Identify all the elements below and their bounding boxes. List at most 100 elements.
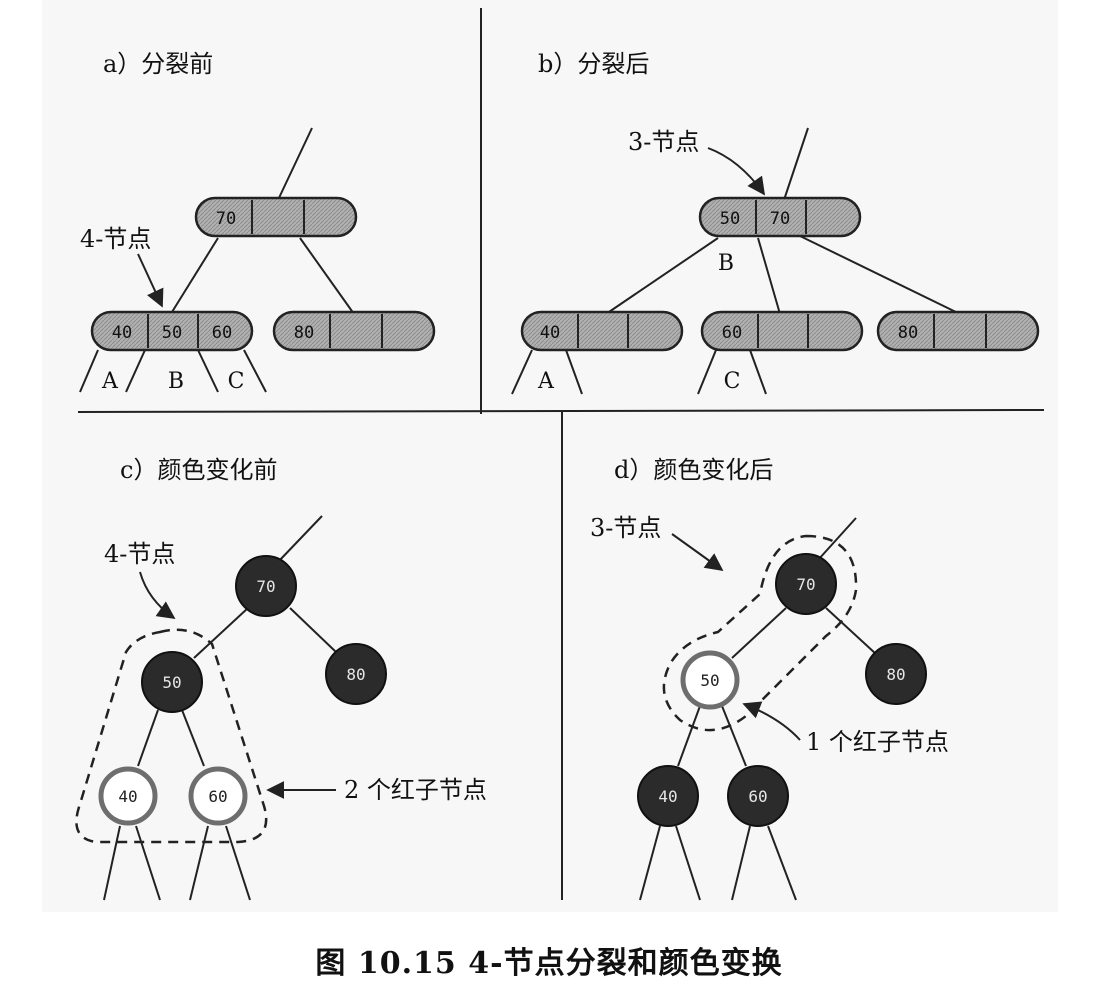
edge xyxy=(565,349,583,395)
edge xyxy=(639,825,661,901)
edge xyxy=(225,825,251,901)
edge xyxy=(79,349,99,393)
figure-background xyxy=(42,0,1058,912)
node-c-60 xyxy=(188,766,248,826)
arrow-4node xyxy=(139,571,176,620)
arrow-3node xyxy=(707,147,766,196)
edge xyxy=(783,127,809,201)
edge xyxy=(825,607,877,655)
key-40: 40 xyxy=(112,323,132,343)
edge xyxy=(731,825,751,901)
dashed-outline-3node xyxy=(662,534,858,732)
edge xyxy=(277,127,313,201)
label-3node: 3-节点 xyxy=(590,514,661,542)
panel-c-title: c）颜色变化前 xyxy=(120,456,277,484)
key-50: 50 xyxy=(720,209,740,229)
panel-a-title: a）分裂前 xyxy=(103,50,213,78)
node-d-80-label: 80 xyxy=(886,665,905,684)
figure-caption: 图 10.15 4-节点分裂和颜色变换 xyxy=(315,946,783,981)
edge xyxy=(605,237,719,315)
arrow-3node xyxy=(671,533,724,572)
node-d-50 xyxy=(680,650,740,710)
node-c-50 xyxy=(141,651,203,713)
key-50: 50 xyxy=(162,323,182,343)
label-red-children: 2 个红子节点 xyxy=(344,776,487,804)
key-40: 40 xyxy=(540,323,560,343)
edge xyxy=(243,349,267,393)
edge xyxy=(135,825,161,901)
node-b-root: 50 70 xyxy=(698,196,862,238)
label-3node: 3-节点 xyxy=(628,128,699,156)
label-red-child: 1 个红子节点 xyxy=(806,728,949,756)
node-c-50-label: 50 xyxy=(162,673,181,692)
node-d-40 xyxy=(637,765,699,827)
edge xyxy=(277,515,323,563)
node-d-80 xyxy=(865,643,927,705)
panel-b: b）分裂后 50 70 B 40 60 xyxy=(511,50,1040,395)
subtree-label-C: C xyxy=(228,369,245,394)
edge xyxy=(675,825,701,901)
panel-a: a）分裂前 70 40 50 60 80 xyxy=(79,50,436,394)
edge xyxy=(289,607,337,653)
node-c-70 xyxy=(235,555,297,617)
label-4node: 4-节点 xyxy=(80,225,151,253)
edge xyxy=(125,349,146,393)
key-70: 70 xyxy=(770,209,790,229)
key-60: 60 xyxy=(212,323,232,343)
panel-c: c）颜色变化前 70 80 50 40 60 4-节点 2 个红子节点 xyxy=(75,456,487,901)
panel-b-title: b）分裂后 xyxy=(538,50,649,78)
edge xyxy=(197,349,219,393)
edge xyxy=(697,349,717,395)
key-80: 80 xyxy=(294,323,314,343)
label-B: B xyxy=(718,251,734,276)
node-b-mid: 60 xyxy=(700,310,864,352)
node-c-40 xyxy=(98,766,158,826)
edge xyxy=(171,237,219,313)
node-b-left: 40 xyxy=(520,310,684,352)
arrow-red-child xyxy=(742,701,801,741)
node-b-right: 80 xyxy=(876,310,1040,352)
node-c-80 xyxy=(325,643,387,705)
node-c-80-label: 80 xyxy=(346,665,365,684)
node-d-70 xyxy=(775,553,837,615)
node-d-50-label: 50 xyxy=(700,671,719,690)
edge xyxy=(511,349,533,395)
edge xyxy=(181,709,205,767)
dashed-outline-4node xyxy=(75,628,268,844)
panel-d-title: d）颜色变化后 xyxy=(614,456,773,484)
node-c-40-label: 40 xyxy=(118,787,137,806)
key-70: 70 xyxy=(216,209,236,229)
edge xyxy=(799,235,961,315)
node-c-60-label: 60 xyxy=(208,787,227,806)
edge xyxy=(721,705,747,767)
node-d-60-label: 60 xyxy=(748,787,767,806)
subtree-label-C: C xyxy=(724,369,741,394)
panel-d: d）颜色变化后 70 80 50 40 60 3-节点 1 个红子节点 xyxy=(590,456,949,901)
edge xyxy=(749,349,767,395)
edge xyxy=(731,607,787,659)
edge xyxy=(677,705,701,767)
edge xyxy=(299,237,355,315)
subtree-label-A: A xyxy=(537,369,555,394)
node-c-70-label: 70 xyxy=(256,577,275,596)
subtree-label-B: B xyxy=(168,369,184,394)
label-4node: 4-节点 xyxy=(104,540,175,568)
node-a-root: 70 xyxy=(194,196,358,238)
node-a-4node: 40 50 60 xyxy=(90,310,254,352)
edge xyxy=(137,709,159,767)
divider-horizontal xyxy=(77,409,1045,413)
edge xyxy=(103,825,121,901)
node-d-60 xyxy=(727,765,789,827)
edge xyxy=(189,825,209,901)
key-80: 80 xyxy=(898,323,918,343)
edge xyxy=(817,517,857,561)
edge xyxy=(757,237,781,315)
arrow-4node xyxy=(137,253,164,308)
subtree-label-A: A xyxy=(101,369,119,394)
node-d-70-label: 70 xyxy=(796,575,815,594)
edge xyxy=(193,607,249,659)
node-d-40-label: 40 xyxy=(658,787,677,806)
node-a-right: 80 xyxy=(272,310,436,352)
key-60: 60 xyxy=(722,323,742,343)
